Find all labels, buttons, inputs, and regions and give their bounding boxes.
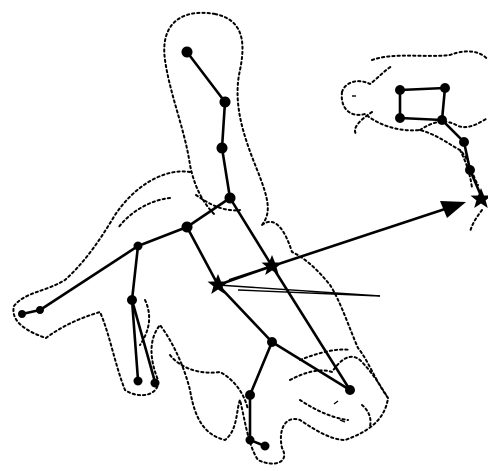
star-dot <box>437 115 447 125</box>
star-dot <box>395 85 405 95</box>
star-dot <box>182 222 193 233</box>
face-details <box>334 96 356 422</box>
star-dot <box>217 143 228 154</box>
bowl-top-line <box>187 198 230 227</box>
star-dot <box>345 385 355 395</box>
handle-line-1 <box>187 52 225 102</box>
hind-leg-line-2 <box>250 342 272 395</box>
star-dot <box>182 47 193 58</box>
star-dot <box>395 113 405 123</box>
great-bear-star-lines <box>22 52 350 446</box>
bowl-side-line-left <box>187 227 218 285</box>
great-bear-outline <box>13 13 388 464</box>
head-line-1 <box>272 342 350 390</box>
star-dot <box>225 193 236 204</box>
little-bear-stars <box>395 83 475 175</box>
great-bear-body-outline <box>13 171 388 463</box>
star-dot <box>465 165 475 175</box>
star-dot <box>134 242 143 251</box>
star-dot <box>151 379 160 388</box>
pointer-arrow-shaft <box>230 208 448 280</box>
lb-box-bottom <box>400 118 442 120</box>
great-bear-inner-leg-outline <box>140 300 350 410</box>
star-dot <box>261 442 270 451</box>
great-bear-stars <box>18 47 355 451</box>
star-dot <box>127 295 137 305</box>
back-line <box>40 246 138 310</box>
handle-line-2 <box>222 102 225 148</box>
converging-guide-lines <box>218 285 380 296</box>
great-bear-back-outline <box>118 195 240 228</box>
handle-line-3 <box>222 148 230 198</box>
pointer-arrow-head <box>440 201 466 218</box>
star-dot <box>440 83 450 93</box>
star-dot <box>245 390 255 400</box>
star-dot <box>134 377 143 386</box>
star-dot <box>18 310 26 318</box>
hind-leg-line-1 <box>218 285 272 342</box>
bowl-side-line-right <box>230 198 272 266</box>
pointer-arrow-icon <box>230 201 466 280</box>
star-dot <box>246 436 255 445</box>
star-marker-icon <box>262 255 283 275</box>
lb-box-top <box>400 88 445 90</box>
star-dot <box>220 97 231 108</box>
star-dot <box>267 337 277 347</box>
great-bear-tail-outline <box>164 13 268 225</box>
star-dot <box>36 306 44 314</box>
great-bear-head-outline <box>290 357 388 426</box>
little-bear-star-lines <box>400 88 482 198</box>
front-leg-line-1 <box>132 246 138 300</box>
star-dot <box>459 137 469 147</box>
neck-line <box>138 227 187 246</box>
